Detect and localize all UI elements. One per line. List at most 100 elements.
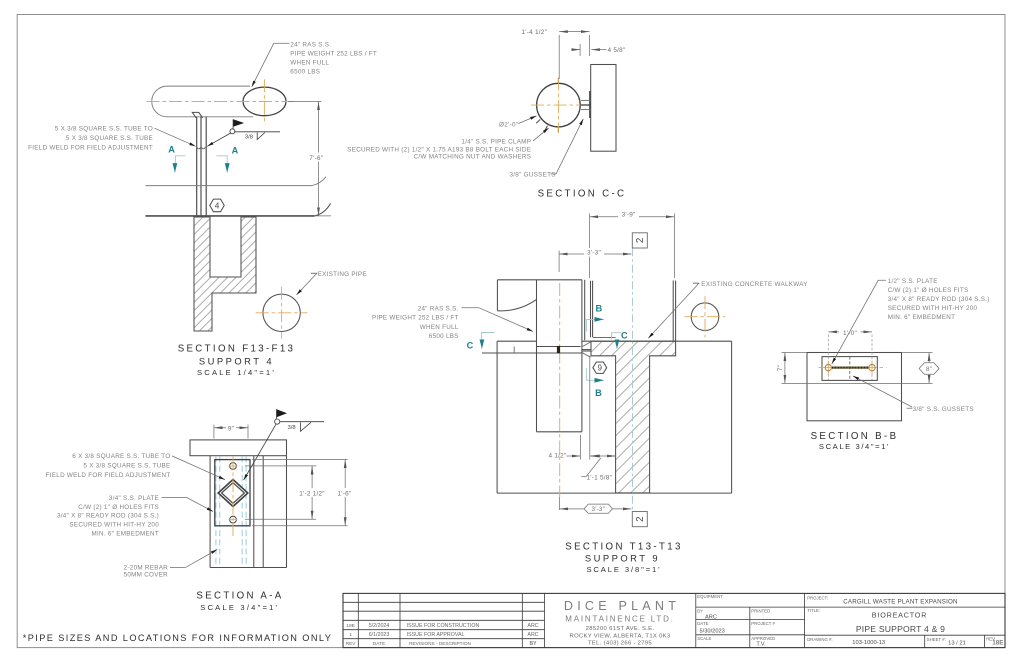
svg-text:T.V.: T.V. xyxy=(756,641,766,647)
svg-text:5 X 3/8 SQUARE S.S. TUBE: 5 X 3/8 SQUARE S.S. TUBE xyxy=(83,463,170,470)
svg-text:C: C xyxy=(621,330,628,340)
svg-text:EXISTING PIPE: EXISTING PIPE xyxy=(318,271,367,278)
svg-text:PROJECT:: PROJECT: xyxy=(807,596,828,601)
svg-text:2: 2 xyxy=(635,516,646,521)
svg-text:ROCKY VIEW, ALBERTA, T1X 0K3: ROCKY VIEW, ALBERTA, T1X 0K3 xyxy=(570,633,671,639)
svg-text:3/4" X 8" READY ROD (304 S.S.): 3/4" X 8" READY ROD (304 S.S.) xyxy=(57,513,159,520)
svg-text:6500 LBS: 6500 LBS xyxy=(290,68,320,75)
svg-text:3/4" S.S. PLATE: 3/4" S.S. PLATE xyxy=(109,495,159,502)
svg-text:SUPPORT 9: SUPPORT 9 xyxy=(585,552,660,563)
svg-text:SHEET #:: SHEET #: xyxy=(927,637,946,642)
svg-text:3'-3": 3'-3" xyxy=(592,506,606,513)
svg-text:6/1/2023: 6/1/2023 xyxy=(369,632,390,638)
svg-text:3/8: 3/8 xyxy=(288,425,297,431)
svg-text:MIN. 6" EMBEDMENT: MIN. 6" EMBEDMENT xyxy=(91,531,159,538)
svg-text:FIELD WELD FOR FIELD ADJUSTMEN: FIELD WELD FOR FIELD ADJUSTMENT xyxy=(46,472,171,479)
svg-text:CARGILL WASTE PLANT EXPANSION: CARGILL WASTE PLANT EXPANSION xyxy=(843,598,957,605)
svg-text:B: B xyxy=(595,303,602,313)
svg-text:SCALE 3/4"=1': SCALE 3/4"=1' xyxy=(200,603,279,612)
svg-text:9: 9 xyxy=(598,364,602,373)
svg-text:DICE PLANT: DICE PLANT xyxy=(564,599,680,613)
svg-text:1'-6": 1'-6" xyxy=(338,491,352,498)
svg-text:C/W (2) 1" Ø HOLES FITS: C/W (2) 1" Ø HOLES FITS xyxy=(888,287,969,294)
svg-text:2: 2 xyxy=(635,238,646,243)
svg-text:5/2/2024: 5/2/2024 xyxy=(369,623,390,629)
svg-text:SECTION B-B: SECTION B-B xyxy=(811,431,899,442)
svg-text:4: 4 xyxy=(215,201,220,210)
svg-text:3'-9": 3'-9" xyxy=(622,212,636,219)
svg-text:FIELD WELD FOR FIELD ADJUSTMEN: FIELD WELD FOR FIELD ADJUSTMENT xyxy=(28,144,153,151)
svg-text:285200 61ST AVE. S.E.: 285200 61ST AVE. S.E. xyxy=(586,626,655,632)
svg-text:SCALE 1/4"=1': SCALE 1/4"=1' xyxy=(197,368,276,377)
svg-text:ARC: ARC xyxy=(527,632,538,638)
svg-text:MIN. 6" EMBEDMENT: MIN. 6" EMBEDMENT xyxy=(888,314,956,321)
svg-text:8": 8" xyxy=(926,366,932,373)
svg-text:ARC: ARC xyxy=(527,623,538,629)
svg-text:SECURED WITH (2) 1/2" X 1.75 A: SECURED WITH (2) 1/2" X 1.75 A193 B8 BOL… xyxy=(347,147,531,154)
svg-text:SECTION C-C: SECTION C-C xyxy=(538,189,627,200)
svg-text:BY: BY xyxy=(697,609,703,614)
svg-text:BIOREACTOR: BIOREACTOR xyxy=(872,611,927,620)
svg-text:SCALE 3/8"=1': SCALE 3/8"=1' xyxy=(586,565,661,574)
svg-text:13 / 21: 13 / 21 xyxy=(948,641,966,647)
svg-text:EQUIPMENT: EQUIPMENT xyxy=(697,594,723,599)
svg-text:*PIPE SIZES AND LOCATIONS FOR: *PIPE SIZES AND LOCATIONS FOR INFORMATIO… xyxy=(23,633,332,643)
svg-text:PIPE SUPPORT 4 & 9: PIPE SUPPORT 4 & 9 xyxy=(856,624,945,634)
svg-text:MAINTAINENCE LTD.: MAINTAINENCE LTD. xyxy=(565,614,674,623)
svg-text:3/8: 3/8 xyxy=(245,134,254,140)
svg-text:2-20M REBAR: 2-20M REBAR xyxy=(124,565,169,572)
svg-text:EXISTING CONCRETE WALKWAY: EXISTING CONCRETE WALKWAY xyxy=(701,281,808,288)
svg-text:APPROVED: APPROVED xyxy=(751,636,775,641)
svg-text:6500 LBS: 6500 LBS xyxy=(429,333,459,340)
svg-text:DATE: DATE xyxy=(697,621,708,626)
svg-text:18E: 18E xyxy=(992,640,1003,647)
svg-text:3/8" GUSSETS: 3/8" GUSSETS xyxy=(510,172,556,179)
svg-text:A: A xyxy=(232,146,239,156)
svg-text:3'-3": 3'-3" xyxy=(587,250,601,257)
svg-text:4 5/8": 4 5/8" xyxy=(608,47,626,54)
svg-text:1'-2 1/2": 1'-2 1/2" xyxy=(299,491,325,498)
svg-text:7": 7" xyxy=(777,365,784,371)
svg-text:7'-6": 7'-6" xyxy=(309,155,323,162)
svg-text:1'-4 1/2": 1'-4 1/2" xyxy=(522,29,548,36)
svg-text:24" RAS S.S.: 24" RAS S.S. xyxy=(418,306,459,313)
svg-text:WHEN FULL: WHEN FULL xyxy=(290,60,329,67)
svg-text:9": 9" xyxy=(228,425,234,432)
svg-text:50MM COVER: 50MM COVER xyxy=(124,572,169,579)
svg-text:C: C xyxy=(467,340,474,350)
svg-text:1/4" S.S. PIPE CLAMP: 1/4" S.S. PIPE CLAMP xyxy=(461,139,531,146)
svg-text:REV: REV xyxy=(346,641,357,646)
svg-text:SECURED WITH HIT-HY 200: SECURED WITH HIT-HY 200 xyxy=(69,522,159,529)
svg-text:BY: BY xyxy=(529,641,537,647)
svg-text:B: B xyxy=(595,388,602,398)
svg-text:5/30/2023: 5/30/2023 xyxy=(700,628,725,634)
svg-text:ISSUE FOR APPROVAL: ISSUE FOR APPROVAL xyxy=(407,632,465,638)
svg-text:1/2" S.S. PLATE: 1/2" S.S. PLATE xyxy=(888,278,938,285)
svg-text:3/4" X 8" READY ROD (304 S.S.): 3/4" X 8" READY ROD (304 S.S.) xyxy=(888,296,990,303)
svg-text:24" RAS S.S.: 24" RAS S.S. xyxy=(290,42,331,49)
svg-text:Ø2'-0": Ø2'-0" xyxy=(499,122,518,129)
svg-text:4 1/2": 4 1/2" xyxy=(549,452,567,459)
svg-text:5 X 3/8 SQUARE S.S. TUBE TO: 5 X 3/8 SQUARE S.S. TUBE TO xyxy=(55,125,153,132)
svg-text:A: A xyxy=(168,144,175,154)
svg-text:DATE: DATE xyxy=(373,641,385,646)
svg-text:PRINTED: PRINTED xyxy=(751,609,770,614)
svg-text:WHEN FULL: WHEN FULL xyxy=(420,324,459,331)
svg-text:PIPE WEIGHT 252 LBS / FT: PIPE WEIGHT 252 LBS / FT xyxy=(290,51,377,58)
svg-text:SCALE: SCALE xyxy=(697,636,711,641)
svg-text:103-1000-13: 103-1000-13 xyxy=(852,640,885,646)
svg-text:18E: 18E xyxy=(346,623,355,629)
svg-text:PROJECT #: PROJECT # xyxy=(751,621,775,626)
svg-text:DRAWING #:: DRAWING #: xyxy=(807,637,832,642)
svg-text:SECTION A-A: SECTION A-A xyxy=(196,590,283,601)
svg-text:SECTION T13-T13: SECTION T13-T13 xyxy=(565,541,682,552)
svg-text:1'-1 5/8": 1'-1 5/8" xyxy=(587,475,613,482)
svg-text:REV: REV xyxy=(986,637,995,642)
svg-text:1: 1 xyxy=(349,632,352,638)
svg-text:1'-0": 1'-0" xyxy=(843,330,857,337)
svg-text:SCALE 3/4"=1': SCALE 3/4"=1' xyxy=(819,442,890,451)
svg-text:3/8" S.S. GUSSETS: 3/8" S.S. GUSSETS xyxy=(913,406,974,413)
svg-text:C/W (2) 1" Ø HOLES FITS: C/W (2) 1" Ø HOLES FITS xyxy=(78,504,159,511)
svg-text:5 X 3/8 SQUARE S.S. TUBE: 5 X 3/8 SQUARE S.S. TUBE xyxy=(66,135,153,142)
svg-text:6 X 3/8 SQUARE S.S. TUBE TO: 6 X 3/8 SQUARE S.S. TUBE TO xyxy=(72,453,170,460)
